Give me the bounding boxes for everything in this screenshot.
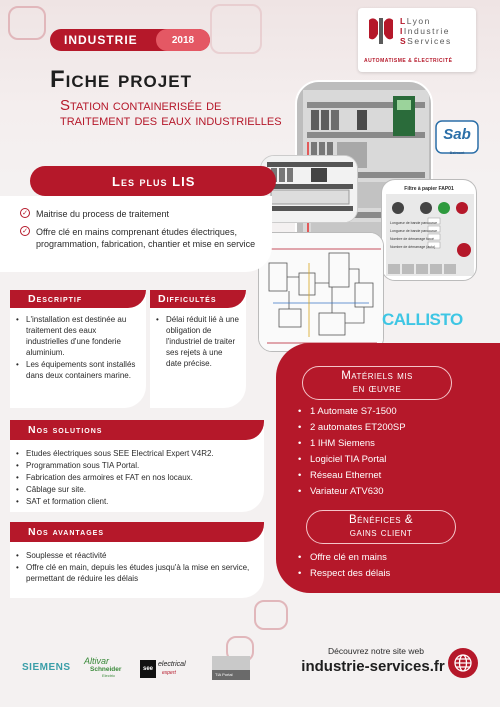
brand-line-3: Services [407,36,452,46]
sab-logo: Sab [435,120,479,154]
list-item: Fabrication des armoires et FAT en nos l… [16,472,260,483]
descriptif-list: L'installation est destinée au traitemen… [16,314,140,382]
see-electrical-text: electrical [158,661,186,668]
plus-lis-banner [30,166,276,196]
list-item: 2 automates ET200SP [298,420,468,436]
lis-logo-icon [369,18,393,44]
difficultes-list: Délai réduit lié à une obligation de l'i… [156,314,240,370]
hmi-row: Nombre de démarrage forcé [390,237,434,241]
check-icon: ✓ [20,208,30,218]
list-item: Variateur ATV630 [298,484,468,500]
wiring-photo [260,155,358,223]
hmi-row: Nombre de démarrage (auto) [390,245,436,249]
list-item: Réseau Ethernet [298,468,468,484]
see-expert-text: expert [162,670,176,676]
category-label: Industrie [64,33,138,47]
descriptif-header: Descriptif [10,290,146,308]
sab-name: Belmont [449,150,465,155]
hmi-rows: Longueur de bande parcourue Longueur de … [390,219,437,251]
list-item: ✓ Maitrise du process de traitement [20,208,270,220]
list-item: 1 IHM Siemens [298,436,468,452]
list-item: L'installation est destinée au traitemen… [16,314,140,358]
discover-text: Découvrez notre site web [328,646,424,656]
plus-lis-list: ✓ Maitrise du process de traitement ✓ Of… [20,208,270,250]
benefices-title: Bénéfices & gains client [306,510,456,544]
check-icon: ✓ [20,226,30,236]
brand-tagline: AUTOMATISME & ÉLECTRICITÉ [364,58,453,64]
decorative-square [254,600,288,630]
cabinet-photo [295,80,433,260]
list-item: Logiciel TIA Portal [298,452,468,468]
list-item: Etudes électriques sous SEE Electrical E… [16,448,260,459]
brand-line-1: Lyon [406,16,431,26]
hmi-title: Filtre à papier FAP01 [404,186,454,192]
page-title: Fiche projet [50,66,192,93]
materiels-title: Matériels mis en œuvre [302,366,452,400]
benefices-list: Offre clé en mains Respect des délais [298,550,468,582]
materiels-title-line: Matériels mis [341,370,413,382]
difficultes-header: Difficultés [150,290,246,308]
list-item: Souplesse et réactivité [16,550,256,561]
list-item: 1 Automate S7-1500 [298,404,468,420]
materiels-list: 1 Automate S7-1500 2 automates ET200SP 1… [298,404,468,500]
schneider-logo: Altivar Schneider Electric [84,656,132,678]
hmi-row: Longueur de bande parcourue [390,221,438,225]
page-subtitle: Station containerisée de traitement des … [60,97,282,129]
solutions-header: Nos solutions [10,420,264,440]
avantages-header: Nos avantages [10,522,264,542]
siemens-logo: SIEMENS [22,662,71,673]
altivar-text: Altivar [84,656,110,666]
list-item: Offre clé en main, depuis les études jus… [16,562,256,584]
list-item: Délai réduit lié à une obligation de l'i… [156,314,240,369]
list-item: Les équipements sont installés dans deux… [16,359,140,381]
schneider-sub: Electric [102,673,116,678]
plus-lis-card [0,196,272,272]
hmi-row: Longueur de bande parcourue [390,229,438,233]
year-badge: 2018 [156,29,210,51]
tia-label: TIA Portal [212,670,250,680]
brand-logo: LLyon IIndustrie SServices AUTOMATISME &… [358,8,476,72]
hmi-screenshot: Filtre à papier FAP01 Longueur de bande … [381,179,477,281]
see-mark: see [140,660,156,678]
avantages-list: Souplesse et réactivité Offre clé en mai… [16,550,256,585]
materiels-title-line: en œuvre [352,383,402,395]
list-item: ✓ Offre clé en mains comprenant études é… [20,226,270,250]
benefices-title-line: gains client [349,527,413,539]
benefices-title-line: Bénéfices & [348,514,414,526]
brand-line-2: Industrie [403,26,450,36]
callisto-logo: CALLISTO [382,310,463,329]
list-item: Offre clé en mains [298,550,468,566]
category-tag: Industrie 2018 [50,29,210,51]
list-item: Respect des délais [298,566,468,582]
tia-portal-logo: TIA Portal [212,656,250,682]
website-link[interactable]: industrie-services.fr [301,658,445,675]
solutions-title: Nos solutions [28,424,103,436]
process-diagram [258,232,384,352]
see-electrical-logo: see electrical expert [140,660,200,678]
schneider-text: Schneider [90,666,122,673]
globe-icon[interactable] [448,648,478,678]
solutions-list: Etudes électriques sous SEE Electrical E… [16,448,260,508]
list-item: Programmation sous TIA Portal. [16,460,260,471]
avantages-title: Nos avantages [28,526,105,538]
descriptif-title: Descriptif [28,293,83,305]
list-item: SAT et formation client. [16,496,260,507]
sab-wordmark: Sab [443,126,471,143]
plus-lis-title: Les plus LIS [112,174,196,189]
list-item: Câblage sur site. [16,484,260,495]
decorative-square [8,6,46,40]
difficultes-title: Difficultés [158,293,217,305]
plus-item-text: Maitrise du process de traitement [36,209,170,219]
brand-name: LLyon IIndustrie SServices [400,16,452,46]
plus-item-text: Offre clé en mains comprenant études éle… [36,227,256,249]
decorative-square [210,4,262,54]
